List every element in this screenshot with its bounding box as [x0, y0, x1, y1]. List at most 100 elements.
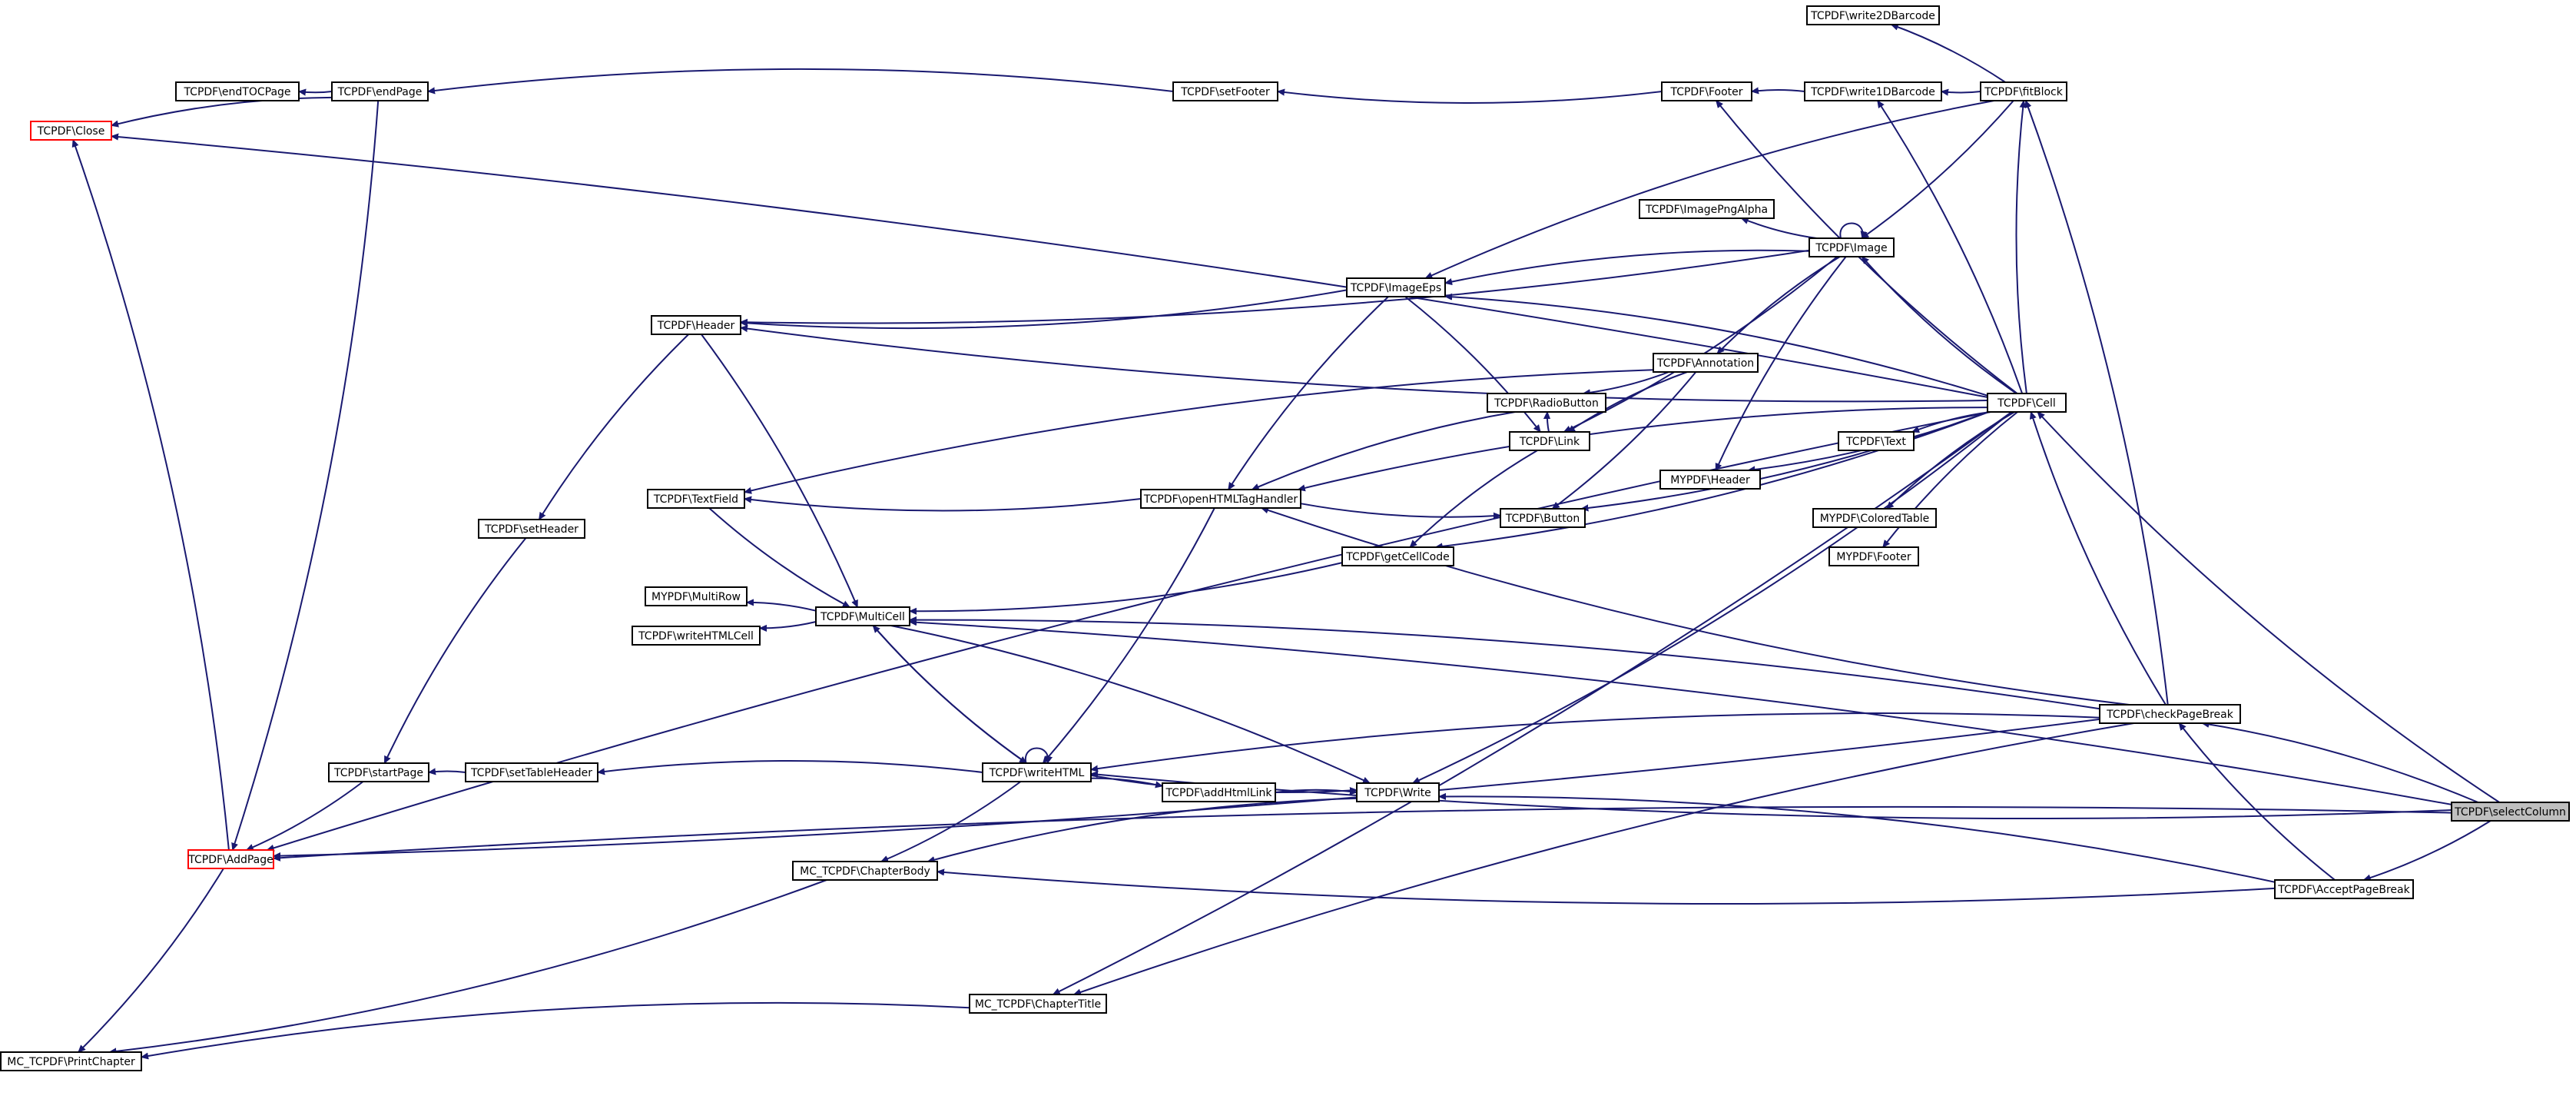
node-box-addHtmlLink[interactable] [1162, 782, 1276, 802]
node-AcceptPageBreak[interactable]: TCPDF\AcceptPageBreak [2274, 879, 2414, 899]
node-MYFooter[interactable]: MYPDF\Footer [1828, 546, 1919, 566]
node-box-Button[interactable] [1500, 508, 1586, 528]
node-box-endTOC[interactable] [175, 81, 300, 101]
node-writeHTMLCell[interactable]: TCPDF\writeHTMLCell [632, 626, 761, 646]
node-ChapterBody[interactable]: MC_TCPDF\ChapterBody [792, 861, 938, 881]
node-endTOC[interactable]: TCPDF\endTOCPage [175, 81, 300, 101]
node-ImagePngAlpha[interactable]: TCPDF\ImagePngAlpha [1639, 199, 1775, 219]
node-box-PrintChapter[interactable] [0, 1051, 142, 1071]
node-addHtmlLink[interactable]: TCPDF\addHtmlLink [1162, 782, 1276, 802]
node-box-Link[interactable] [1509, 431, 1590, 451]
node-box-Write[interactable] [1356, 782, 1440, 802]
node-Button[interactable]: TCPDF\Button [1500, 508, 1586, 528]
node-box-AcceptPageBreak[interactable] [2274, 879, 2414, 899]
node-box-setHeader[interactable] [478, 519, 585, 539]
edge-Image-to-Header [741, 249, 1810, 324]
node-box-endPage[interactable] [331, 81, 429, 101]
node-box-selectColumn[interactable] [2451, 802, 2570, 822]
node-box-Footer[interactable] [1661, 81, 1752, 101]
node-Write[interactable]: TCPDF\Write [1356, 782, 1440, 802]
node-MYHeader[interactable]: MYPDF\Header [1659, 470, 1761, 490]
node-box-Close[interactable] [30, 121, 112, 141]
node-AddPage[interactable]: TCPDF\AddPage [187, 849, 274, 869]
node-write2D[interactable]: TCPDF\write2DBarcode [1806, 5, 1940, 25]
node-box-MultiRow[interactable] [645, 586, 748, 606]
node-MultiCell[interactable]: TCPDF\MultiCell [815, 606, 910, 626]
node-label-endPage: TCPDF\endPage [337, 86, 423, 98]
node-Close[interactable]: TCPDF\Close [30, 121, 112, 141]
node-Link[interactable]: TCPDF\Link [1509, 431, 1590, 451]
node-writeHTML[interactable]: TCPDF\writeHTML [982, 762, 1092, 782]
edge-Image-to-ImageEps [1445, 249, 1810, 284]
node-Footer[interactable]: TCPDF\Footer [1661, 81, 1752, 101]
node-box-write2D[interactable] [1806, 5, 1940, 25]
node-box-setTableHeader[interactable] [465, 762, 598, 782]
node-TextField[interactable]: TCPDF\TextField [647, 489, 745, 509]
node-box-AddPage[interactable] [187, 849, 274, 869]
node-box-Text[interactable] [1838, 431, 1915, 451]
node-box-TextField[interactable] [647, 489, 745, 509]
node-label-writeHTMLCell: TCPDF\writeHTMLCell [638, 630, 754, 642]
edge-fitBlock-to-write2D [1891, 25, 2006, 83]
node-box-RadioButton[interactable] [1487, 393, 1606, 413]
node-setTableHeader[interactable]: TCPDF\setTableHeader [465, 762, 598, 782]
edge-layer [73, 25, 2500, 1058]
node-ImageEps[interactable]: TCPDF\ImageEps [1346, 277, 1446, 297]
node-fitBlock[interactable]: TCPDF\fitBlock [1980, 81, 2067, 101]
node-label-PrintChapter: MC_TCPDF\PrintChapter [7, 1056, 135, 1068]
edge-Annotation-to-RadioButton [1583, 371, 1669, 393]
node-box-ImageEps[interactable] [1346, 277, 1446, 297]
node-setFooter[interactable]: TCPDF\setFooter [1172, 81, 1278, 101]
node-box-ImagePngAlpha[interactable] [1639, 199, 1775, 219]
node-MultiRow[interactable]: MYPDF\MultiRow [645, 586, 748, 606]
edge-MultiCell-to-writeHTMLCell [760, 621, 817, 628]
node-box-checkPageBreak[interactable] [2099, 704, 2241, 724]
edge-Cell-to-Header [741, 327, 1988, 403]
node-box-ChapterBody[interactable] [792, 861, 938, 881]
node-ColoredTable[interactable]: MYPDF\ColoredTable [1812, 508, 1937, 528]
node-checkPageBreak[interactable]: TCPDF\checkPageBreak [2099, 704, 2241, 724]
node-Annotation[interactable]: TCPDF\Annotation [1653, 353, 1759, 373]
node-box-ColoredTable[interactable] [1812, 508, 1937, 528]
node-openHTML[interactable]: TCPDF\openHTMLTagHandler [1140, 489, 1301, 509]
node-PrintChapter[interactable]: MC_TCPDF\PrintChapter [0, 1051, 142, 1071]
node-Header[interactable]: TCPDF\Header [651, 315, 741, 335]
node-box-getCellCode[interactable] [1341, 546, 1454, 566]
node-box-write1D[interactable] [1804, 81, 1942, 101]
node-endPage[interactable]: TCPDF\endPage [331, 81, 429, 101]
node-write1D[interactable]: TCPDF\write1DBarcode [1804, 81, 1942, 101]
node-startPage[interactable]: TCPDF\startPage [328, 762, 429, 782]
node-setHeader[interactable]: TCPDF\setHeader [478, 519, 585, 539]
node-selectColumn[interactable]: TCPDF\selectColumn [2451, 802, 2570, 822]
node-box-ChapterTitle[interactable] [969, 994, 1107, 1014]
node-Image[interactable]: TCPDF\Image [1809, 237, 1895, 257]
edge-writeHTML-to-setTableHeader [598, 759, 983, 772]
node-label-MYFooter: MYPDF\Footer [1836, 551, 1911, 563]
node-box-setFooter[interactable] [1172, 81, 1278, 101]
node-box-writeHTMLCell[interactable] [632, 626, 761, 646]
node-box-writeHTML[interactable] [982, 762, 1092, 782]
edge-MultiCell-to-writeHTML [872, 625, 1026, 764]
edge-Footer-to-setFooter [1278, 91, 1663, 104]
node-box-openHTML[interactable] [1140, 489, 1301, 509]
edge-AddPage-to-PrintChapter [78, 868, 224, 1052]
node-box-Cell[interactable] [1987, 393, 2067, 413]
node-box-Image[interactable] [1809, 237, 1895, 257]
node-box-MultiCell[interactable] [815, 606, 910, 626]
node-ChapterTitle[interactable]: MC_TCPDF\ChapterTitle [969, 994, 1107, 1014]
node-box-startPage[interactable] [328, 762, 429, 782]
node-box-fitBlock[interactable] [1980, 81, 2067, 101]
node-Text[interactable]: TCPDF\Text [1838, 431, 1915, 451]
node-box-Header[interactable] [651, 315, 741, 335]
edge-writeHTML-to-MultiCell [873, 626, 1027, 764]
node-box-MYFooter[interactable] [1828, 546, 1919, 566]
node-label-setTableHeader: TCPDF\setTableHeader [470, 767, 592, 779]
node-label-getCellCode: TCPDF\getCellCode [1345, 551, 1450, 563]
edge-Image-to-MYHeader [1715, 256, 1847, 470]
node-label-checkPageBreak: TCPDF\checkPageBreak [2106, 709, 2234, 721]
node-box-MYHeader[interactable] [1659, 470, 1761, 490]
node-box-Annotation[interactable] [1653, 353, 1759, 373]
node-Cell[interactable]: TCPDF\Cell [1987, 393, 2067, 413]
node-getCellCode[interactable]: TCPDF\getCellCode [1341, 546, 1454, 566]
node-RadioButton[interactable]: TCPDF\RadioButton [1487, 393, 1606, 413]
